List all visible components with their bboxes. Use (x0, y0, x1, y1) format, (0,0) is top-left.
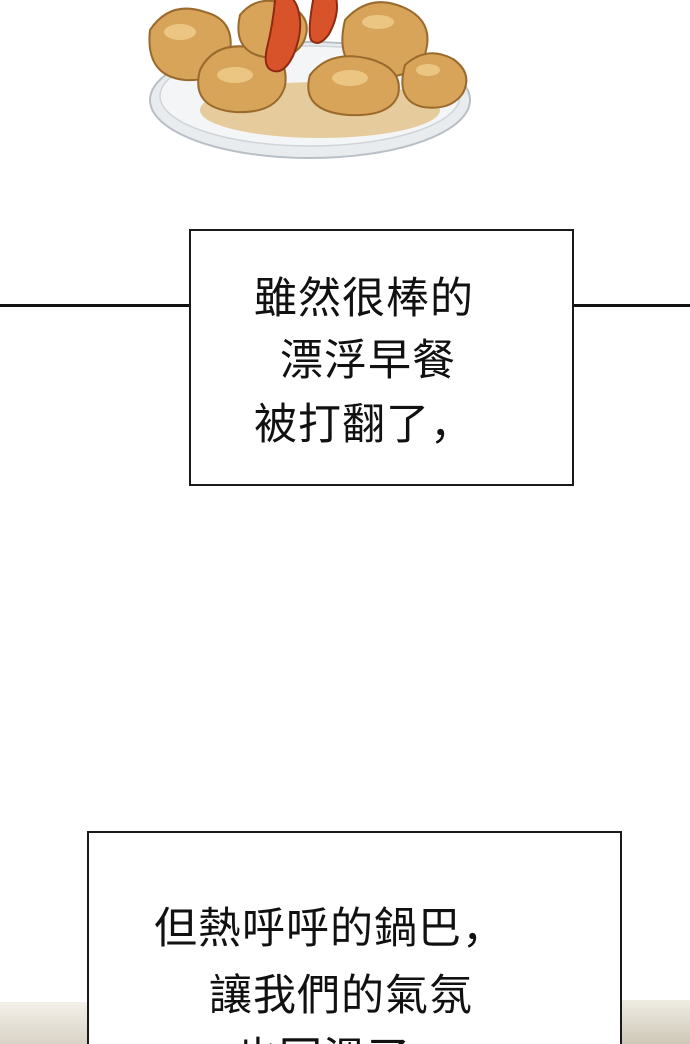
caption-line: 被打翻了， (254, 400, 474, 450)
caption-line: 漂浮早餐 (280, 336, 456, 386)
narration-box-1: 雖然很棒的 漂浮早餐 被打翻了， (189, 229, 574, 486)
caption-line: 雖然很棒的 (254, 274, 474, 324)
background-floor-right (621, 1000, 690, 1044)
divider-line-right (573, 304, 690, 307)
background-floor-left (0, 1002, 88, 1044)
fried-food-plate-illustration (148, 0, 471, 159)
caption-line: 讓我們的氣氛 (209, 971, 473, 1021)
food-highlights (164, 15, 440, 86)
caption-line: 也回溫了 (235, 1033, 411, 1044)
narration-box-2: 但熱呼呼的鍋巴， 讓我們的氣氛 也回溫了 (87, 831, 622, 1044)
divider-line-left (0, 304, 190, 307)
shrimp-pieces (264, 0, 338, 73)
caption-line: 但熱呼呼的鍋巴， (154, 904, 506, 954)
